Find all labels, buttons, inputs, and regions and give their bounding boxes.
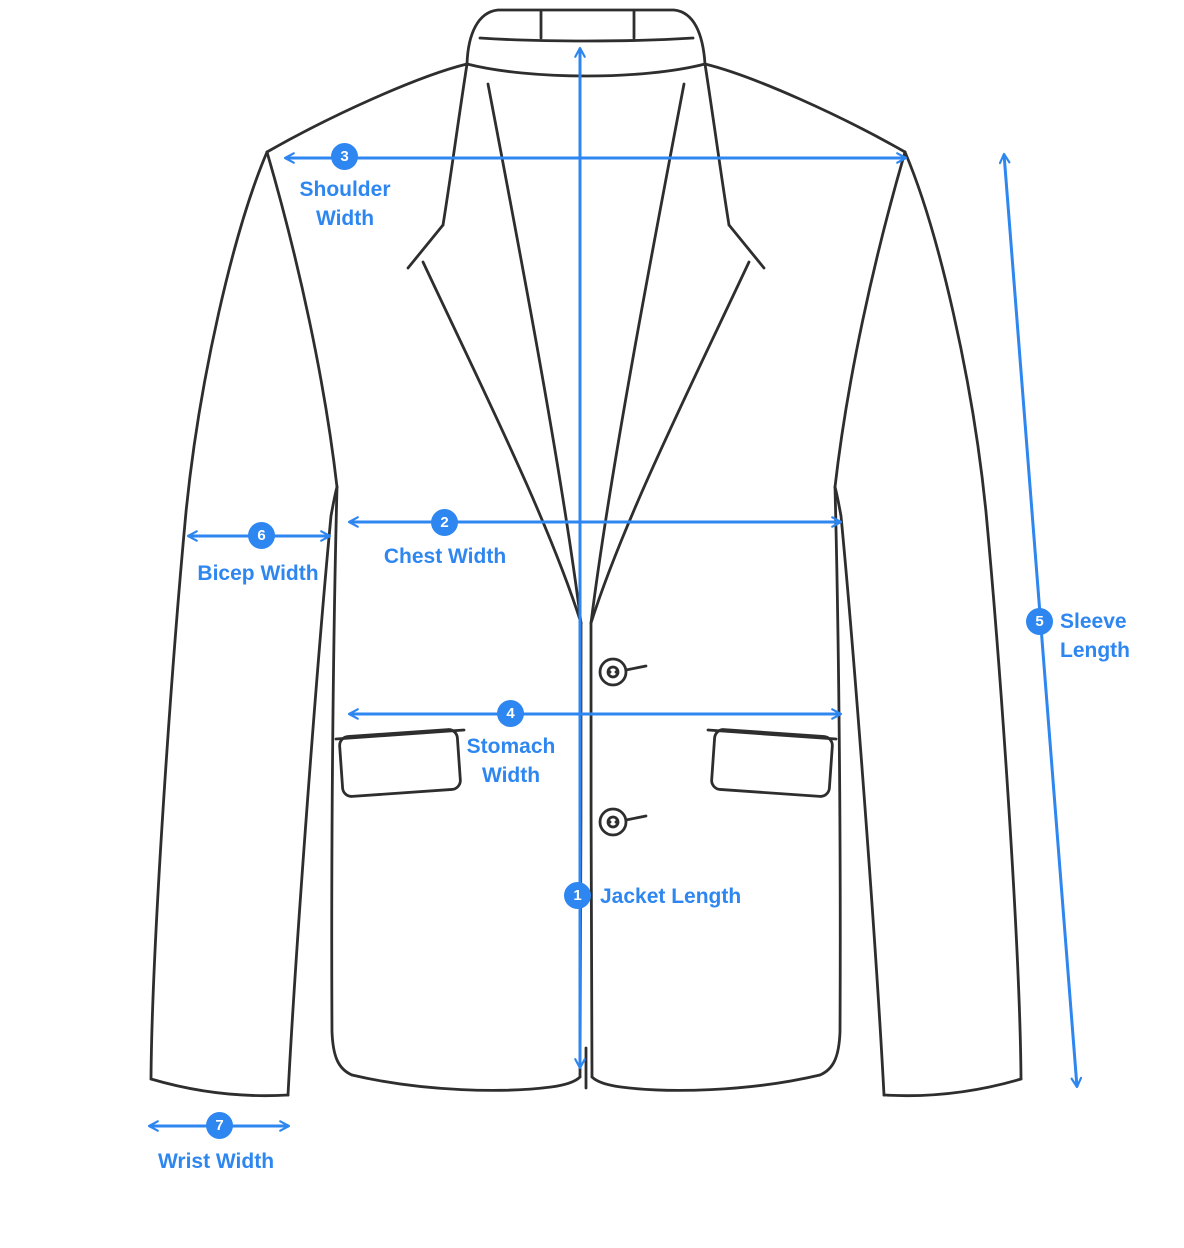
jacket-outline <box>149 8 1023 1098</box>
measurement-label-bicep-width: Bicep Width <box>197 562 319 585</box>
measurement-label-jacket-length: Jacket Length <box>600 885 742 908</box>
measurement-label-chest-width: Chest Width <box>383 545 507 568</box>
measurement-label-sleeve-length: Sleeve Length <box>1060 610 1130 662</box>
measurement-badge-shoulder-width: 3 <box>331 143 358 170</box>
measurement-label-stomach-width: Stomach Width <box>466 735 556 787</box>
measurement-badge-jacket-length: 1 <box>564 882 591 909</box>
pocket-flaps <box>334 728 838 798</box>
measurement-badge-stomach-width: 4 <box>497 700 524 727</box>
measurement-label-wrist-width: Wrist Width <box>157 1150 275 1173</box>
jacket-buttons <box>598 657 648 837</box>
measurement-badge-bicep-width: 6 <box>248 522 275 549</box>
measurement-badge-sleeve-length: 5 <box>1026 608 1053 635</box>
measurement-badge-chest-width: 2 <box>431 509 458 536</box>
measurement-badge-wrist-width: 7 <box>206 1112 233 1139</box>
measurement-label-shoulder-width: Shoulder Width <box>299 178 391 230</box>
